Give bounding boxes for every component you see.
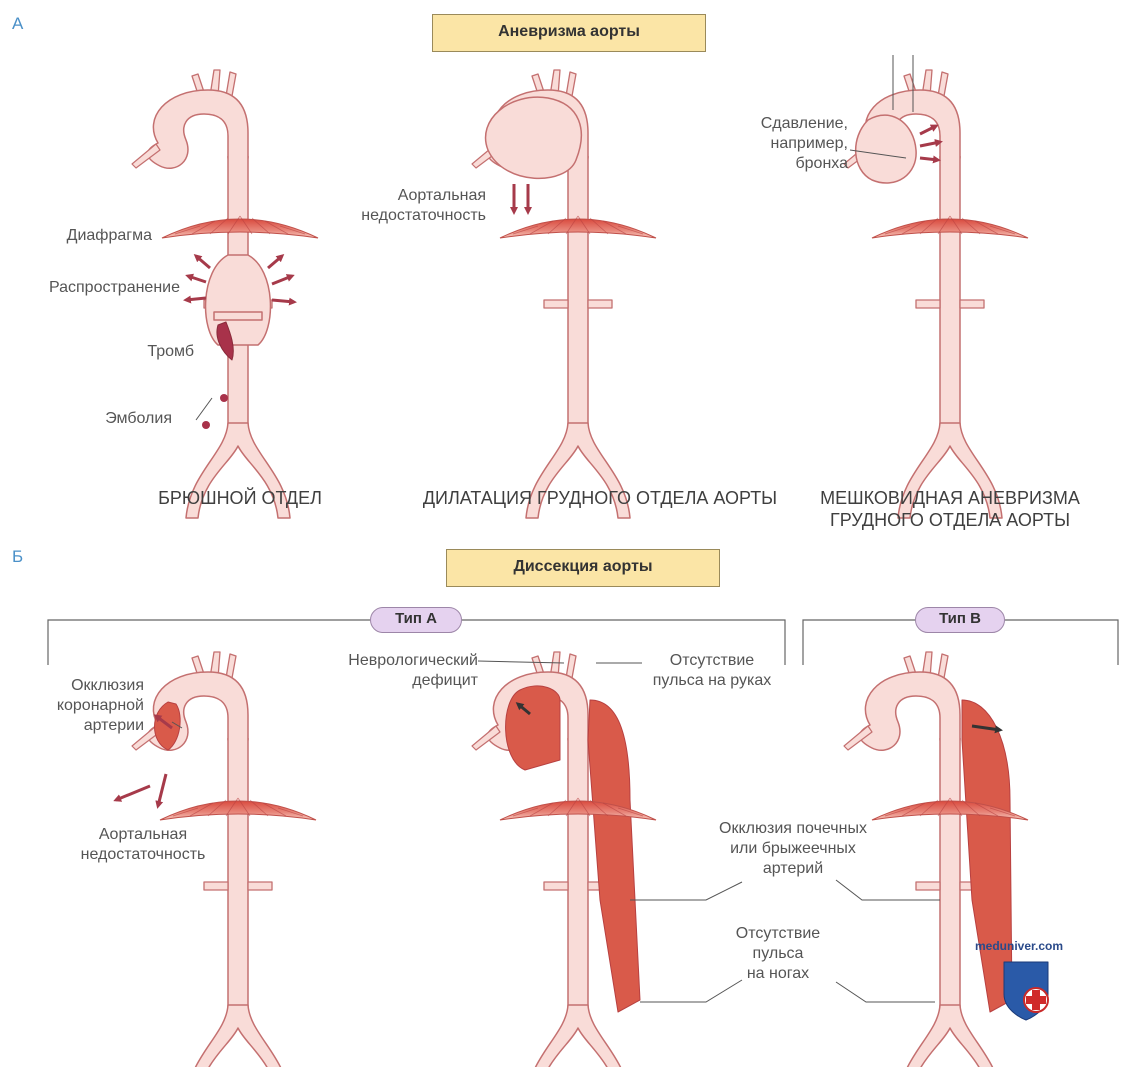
spread-arrow xyxy=(193,254,211,270)
leg-pulse-leader xyxy=(835,981,935,1003)
aortic-arch xyxy=(147,89,249,169)
pill-type-b: Тип В xyxy=(915,607,1005,633)
section-letter-b: Б xyxy=(12,547,24,566)
leg-pulse-leader xyxy=(640,979,743,1003)
compression-leader xyxy=(849,149,907,159)
label-diaphragm: Диафрагма xyxy=(66,227,152,244)
watermark-text: meduniver.com xyxy=(975,939,1064,953)
renal-leader xyxy=(630,881,743,901)
embolus-dot xyxy=(220,394,228,402)
renal-branch xyxy=(915,299,941,309)
abdominal-bulge xyxy=(204,254,272,346)
dissection-descending xyxy=(587,699,641,1013)
tear-arrow xyxy=(515,702,531,716)
label-leg-pulse: Отсутствие пульса на ногах xyxy=(735,925,821,982)
regurgitation-arrow xyxy=(113,784,151,802)
tear-mark xyxy=(171,721,183,729)
renal-branch xyxy=(203,881,229,891)
aortic-arch xyxy=(859,671,961,751)
banner-dissection: Диссекция аорты xyxy=(446,549,720,587)
coronary-arrow xyxy=(153,714,173,730)
renal-branch xyxy=(543,881,569,891)
renal-branch xyxy=(587,299,613,309)
spread-arrow xyxy=(183,295,207,304)
descending-aorta-wall xyxy=(939,156,961,426)
label-renal-occlusion: Окклюзия почечных или брыжеечных артерий xyxy=(719,820,867,877)
descending-aorta-wall xyxy=(567,156,589,426)
label-spread: Распространение xyxy=(48,279,180,296)
bronchus-dashes xyxy=(892,55,914,112)
renal-branch xyxy=(959,299,985,309)
banner-aneurysm: Аневризма аорты xyxy=(432,14,706,52)
branch-vessel xyxy=(565,71,577,97)
embolus-dot xyxy=(202,421,210,429)
descending-aorta xyxy=(940,738,960,1008)
label-coronary-occlusion: Окклюзия коронарной артерии xyxy=(56,677,144,734)
spread-arrow xyxy=(185,273,207,284)
label-neurological-deficit: Неврологический дефицит xyxy=(348,652,478,689)
caption-dilatation: ДИЛАТАЦИЯ ГРУДНОГО ОТДЕЛА АОРТЫ xyxy=(422,488,778,508)
iliac-bifurcation xyxy=(194,1004,282,1067)
label-embolism: Эмболия xyxy=(105,410,172,427)
dissection-descending xyxy=(961,699,1013,1013)
label-compression: Сдавление, например, бронха xyxy=(760,115,848,172)
pressure-arrow xyxy=(919,124,939,136)
coronary-stub xyxy=(843,725,873,751)
renal-leader xyxy=(835,879,940,901)
iliac-bifurcation xyxy=(897,422,1003,519)
descending-aorta xyxy=(940,156,960,426)
iliac-bifurcation xyxy=(534,1004,622,1067)
branch-vessel xyxy=(937,71,949,97)
coronary-stub xyxy=(131,143,161,169)
iliac-bifurcation xyxy=(185,422,291,519)
spread-arrow xyxy=(267,254,285,270)
descending-aorta-wall xyxy=(939,738,961,1008)
iliac-bifurcation xyxy=(525,422,631,519)
watermark-cross xyxy=(1026,990,1046,1010)
descending-aorta xyxy=(228,738,248,1008)
renal-band xyxy=(213,311,263,321)
descending-aorta xyxy=(568,156,588,426)
neuro-arm-leader xyxy=(477,660,642,664)
embolism-leader xyxy=(195,397,213,421)
branch-vessel xyxy=(225,71,237,97)
pressure-arrow xyxy=(919,139,943,148)
renal-branch xyxy=(915,881,941,891)
descending-aorta xyxy=(568,738,588,1008)
label-arm-pulse: Отсутствие пульса на руках xyxy=(652,652,772,689)
iliac-bifurcation xyxy=(906,1004,994,1067)
label-aortic-insufficiency-a: Аортальная недостаточность xyxy=(361,187,486,224)
dissection-ascending xyxy=(505,685,561,771)
spread-arrow xyxy=(271,297,297,306)
descending-aorta-wall xyxy=(227,738,249,1008)
caption-saccular: МЕШКОВИДНАЯ АНЕВРИЗМА ГРУДНОГО ОТДЕЛА АО… xyxy=(820,488,1080,530)
tear-arrow xyxy=(971,724,1003,734)
pill-type-a: Тип А xyxy=(370,607,462,633)
thrombus-mass xyxy=(216,321,234,361)
caption-abdominal: БРЮШНОЙ ОТДЕЛ xyxy=(158,488,322,508)
renal-branch xyxy=(247,881,273,891)
dilated-ascending xyxy=(485,96,583,179)
renal-branch xyxy=(543,299,569,309)
regurgitation-arrow xyxy=(155,773,168,809)
descending-aorta-wall xyxy=(567,738,589,1008)
pressure-arrow xyxy=(919,155,941,164)
branch-vessel xyxy=(225,653,237,679)
saccular-pouch xyxy=(854,114,917,184)
spread-arrow xyxy=(271,274,295,286)
label-thrombus: Тромб xyxy=(147,343,194,360)
branch-vessel xyxy=(937,653,949,679)
label-aortic-insufficiency-b: Аортальная недостаточность xyxy=(80,826,206,863)
section-letter-a: А xyxy=(12,14,24,33)
branch-vessel xyxy=(565,653,577,679)
coronary-stub xyxy=(471,725,501,751)
